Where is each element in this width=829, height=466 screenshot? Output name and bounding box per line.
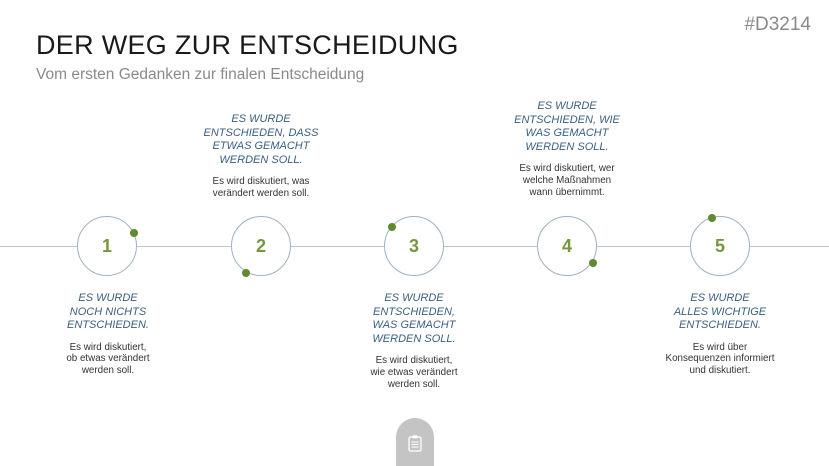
- step-3-text-block: ES WURDE ENTSCHIEDEN, WAS GEMACHT WERDEN…: [344, 292, 484, 390]
- step-1-dot: [130, 229, 138, 237]
- step-1-circle: 1: [77, 216, 137, 276]
- step-5-text-block: ES WURDE ALLES WICHTIGE ENTSCHIEDEN. Es …: [650, 292, 790, 377]
- step-3-heading: ES WURDE ENTSCHIEDEN, WAS GEMACHT WERDEN…: [372, 292, 456, 345]
- step-3-number: 3: [408, 235, 419, 256]
- step-1-text-block: ES WURDE NOCH NICHTS ENTSCHIEDEN. Es wir…: [38, 292, 178, 377]
- step-4-text-block: ES WURDE ENTSCHIEDEN, WIE WAS GEMACHT WE…: [497, 100, 637, 198]
- step-5-dot: [708, 214, 716, 222]
- step-1-heading: ES WURDE NOCH NICHTS ENTSCHIEDEN.: [67, 292, 149, 331]
- step-5-description: Es wird über Konsequenzen informiert und…: [665, 341, 775, 377]
- step-4-number: 4: [561, 235, 572, 256]
- page-title: DER WEG ZUR ENTSCHEIDUNG: [36, 30, 459, 60]
- step-5-heading: ES WURDE ALLES WICHTIGE ENTSCHIEDEN.: [673, 292, 767, 331]
- step-4-description: Es wird diskutiert, wer welche Maßnahmen…: [519, 163, 615, 198]
- step-2-number: 2: [255, 235, 266, 256]
- step-3-description: Es wird diskutiert, wie etwas verändert …: [370, 355, 458, 390]
- step-2-dot: [242, 269, 250, 277]
- step-5-circle: 5: [690, 216, 750, 276]
- step-2-circle: 2: [231, 216, 291, 276]
- footer-tab[interactable]: [396, 418, 434, 466]
- step-1-number: 1: [101, 235, 112, 256]
- step-4-circle: 4: [537, 216, 597, 276]
- step-4-heading: ES WURDE ENTSCHIEDEN, WIE WAS GEMACHT WE…: [514, 100, 620, 153]
- slide-code: #D3214: [744, 14, 811, 35]
- page-subtitle: Vom ersten Gedanken zur finalen Entschei…: [36, 66, 365, 83]
- step-2-description: Es wird diskutiert, was verändert werden…: [212, 176, 310, 199]
- clipboard-icon: [408, 418, 422, 457]
- step-4-dot: [589, 259, 597, 267]
- step-1-description: Es wird diskutiert, ob etwas verändert w…: [66, 341, 150, 377]
- step-2-text-block: ES WURDE ENTSCHIEDEN, DASS ETWAS GEMACHT…: [191, 113, 331, 200]
- step-5-number: 5: [714, 235, 725, 256]
- step-3-dot: [388, 223, 396, 231]
- step-2-heading: ES WURDE ENTSCHIEDEN, DASS ETWAS GEMACHT…: [203, 113, 319, 166]
